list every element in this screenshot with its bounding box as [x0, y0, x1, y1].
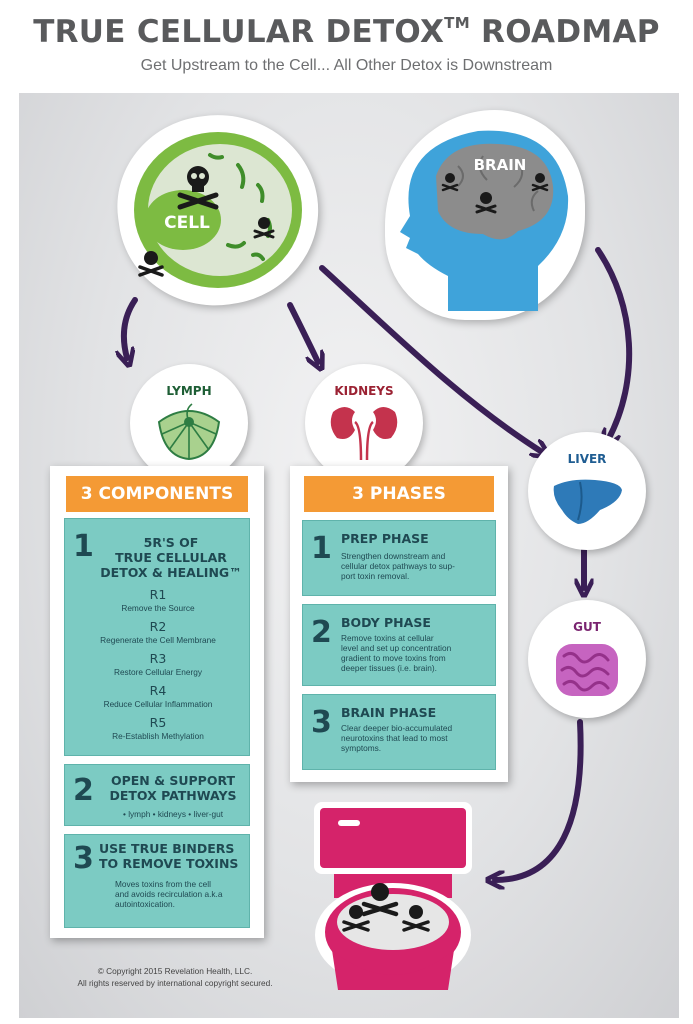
- skull-crossbones-icon: [441, 173, 549, 214]
- phase-number: 1: [311, 531, 332, 566]
- skull-crossbones-icon: [253, 217, 275, 239]
- r-list: R1 Remove the Source R2 Regenerate the C…: [65, 587, 251, 757]
- phase-number: 2: [311, 615, 332, 650]
- skull-crossbones-icon: [342, 883, 430, 932]
- phase-title: PREP PHASE: [341, 531, 429, 546]
- phase-text: Strengthen downstream and cellular detox…: [341, 551, 455, 581]
- brain-head-illustration: [400, 130, 569, 311]
- component-text: Moves toxins from the cell and avoids re…: [115, 879, 223, 909]
- toilet-illustration: [314, 802, 472, 990]
- kidneys-label: KIDNEYS: [334, 384, 394, 398]
- r-code: R2: [149, 619, 167, 634]
- phase-title: BRAIN PHASE: [341, 705, 437, 720]
- component-number: 3: [73, 841, 94, 876]
- page-title: TRUE CELLULAR DETOXTM ROADMAP: [33, 14, 660, 50]
- phases-card: 3 PHASES 1 PREP PHASE Strengthen downstr…: [290, 466, 508, 782]
- components-header: 3 COMPONENTS: [66, 476, 248, 512]
- r-code: R1: [149, 587, 167, 602]
- r-description: Regenerate the Cell Membrane: [100, 635, 216, 645]
- phase-box-3: 3 BRAIN PHASE Clear deeper bio-accumulat…: [302, 694, 496, 770]
- phases-header: 3 PHASES: [304, 476, 494, 512]
- liver-label: LIVER: [567, 452, 607, 466]
- r-description: Remove the Source: [121, 603, 195, 613]
- component-box-1: 1 5R'S OF TRUE CELLULAR DETOX & HEALING™…: [64, 518, 250, 756]
- r-description: Re-Establish Methylation: [112, 731, 204, 741]
- copyright-line: © Copyright 2015 Revelation Health, LLC.: [97, 966, 253, 976]
- r-description: Reduce Cellular Inflammation: [103, 699, 213, 709]
- skull-crossbones-icon: [177, 166, 219, 210]
- component-title: 5R'S OF TRUE CELLULAR DETOX & HEALING™: [100, 535, 242, 580]
- cell-label: CELL: [164, 213, 210, 233]
- phase-box-1: 1 PREP PHASE Strengthen downstream and c…: [302, 520, 496, 596]
- phase-title: BODY PHASE: [341, 615, 431, 630]
- component-number: 1: [73, 529, 94, 564]
- lymph-node: LYMPH: [130, 364, 248, 482]
- brain-label: BRAIN: [473, 156, 527, 174]
- phase-text: Remove toxins at cellular level and set …: [341, 633, 452, 673]
- phase-number: 3: [311, 705, 332, 740]
- lymph-label: LYMPH: [166, 384, 212, 398]
- copyright-notice: All rights reserved by international cop…: [77, 978, 273, 988]
- component-title: USE TRUE BINDERS TO REMOVE TOXINS: [99, 841, 239, 871]
- component-text: • lymph • kidneys • liver-gut: [122, 809, 223, 819]
- component-box-3: 3 USE TRUE BINDERS TO REMOVE TOXINS Move…: [64, 834, 250, 928]
- intestine-icon: [556, 644, 618, 696]
- liver-node: LIVER: [528, 432, 646, 550]
- component-number: 2: [73, 773, 94, 808]
- lymph-node-icon: [157, 403, 221, 461]
- r-description: Restore Cellular Energy: [113, 667, 203, 677]
- kidneys-icon: [330, 407, 398, 461]
- r-code: R4: [149, 683, 167, 698]
- component-box-2: 2 OPEN & SUPPORT DETOX PATHWAYS • lymph …: [64, 764, 250, 826]
- gut-label: GUT: [573, 620, 601, 634]
- phase-box-2: 2 BODY PHASE Remove toxins at cellular l…: [302, 604, 496, 686]
- r-code: R5: [149, 715, 167, 730]
- skull-crossbones-icon: [138, 251, 164, 277]
- phase-text: Clear deeper bio-accumulated neurotoxins…: [341, 723, 453, 753]
- component-title: OPEN & SUPPORT DETOX PATHWAYS: [109, 773, 237, 803]
- r-code: R3: [149, 651, 167, 666]
- gut-node: GUT: [528, 600, 646, 718]
- components-card: 3 COMPONENTS 1 5R'S OF TRUE CELLULAR DET…: [50, 466, 264, 938]
- page-subtitle: Get Upstream to the Cell... All Other De…: [140, 57, 553, 74]
- kidneys-node: KIDNEYS: [305, 364, 423, 482]
- cell-illustration: [134, 132, 302, 288]
- liver-icon: [553, 479, 622, 524]
